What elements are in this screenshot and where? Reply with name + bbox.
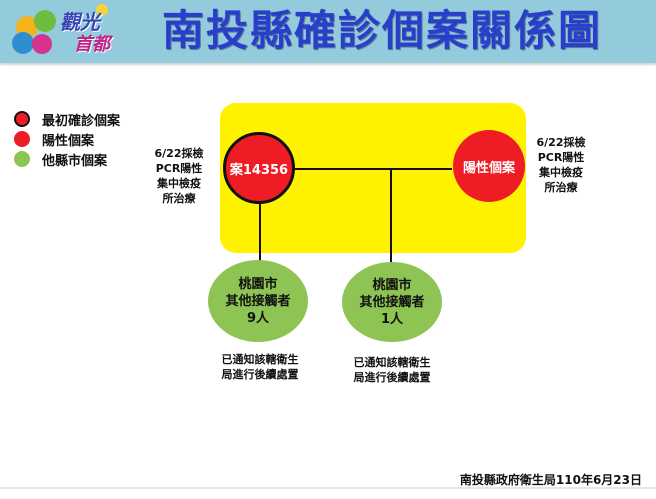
legend-item-positive-case: 陽性個案	[14, 130, 120, 149]
connector-mid-to-contacts1	[390, 168, 392, 262]
contacts-1-note: 已通知該轄衛生 局進行後續處置	[342, 355, 442, 385]
header-banner: 觀光 首都 南投縣確診個案關係圖	[0, 0, 656, 63]
footer-divider	[0, 487, 656, 489]
logo-circle-blue	[12, 32, 34, 54]
positive-case-note: 6/22採檢 PCR陽性 集中檢疫 所治療	[528, 135, 594, 195]
note-line: 6/22採檢	[536, 136, 586, 149]
note-line: 所治療	[544, 181, 578, 194]
legend: 最初確診個案 陽性個案 他縣市個案	[14, 110, 120, 170]
note-line: 已通知該轄衛生	[221, 353, 299, 366]
green-circle-icon	[14, 151, 30, 167]
node-label: 其他接觸者	[359, 294, 425, 310]
note-line: 6/22採檢	[154, 147, 204, 160]
node-label: 其他接觸者	[225, 293, 291, 309]
initial-case-note: 6/22採檢 PCR陽性 集中檢疫 所治療	[146, 146, 212, 206]
logo-text-line1: 觀光	[60, 10, 100, 34]
note-line: 局進行後續處置	[353, 371, 431, 384]
node-label: 陽性個案	[462, 160, 515, 176]
legend-label: 陽性個案	[42, 133, 95, 149]
contacts-9-note: 已通知該轄衛生 局進行後續處置	[210, 352, 310, 382]
initial-case-node: 案14356	[223, 132, 295, 204]
page-title: 南投縣確診個案關係圖	[162, 6, 603, 55]
contacts-1-node: 桃園市 其他接觸者 1人	[342, 262, 442, 342]
note-line: 已通知該轄衛生	[353, 356, 431, 369]
node-label: 9人	[246, 310, 270, 326]
node-label: 桃園市	[238, 276, 278, 292]
contacts-9-node: 桃園市 其他接觸者 9人	[208, 260, 308, 342]
logo-circle-pink	[32, 34, 52, 54]
node-label: 案14356	[229, 162, 289, 178]
red-circle-outlined-icon	[14, 111, 30, 127]
note-line: 所治療	[162, 192, 196, 205]
logo-text-line2: 首都	[74, 34, 110, 55]
note-line: 集中檢疫	[157, 177, 201, 190]
note-line: 局進行後續處置	[221, 368, 299, 381]
note-line: PCR陽性	[537, 151, 585, 164]
sun-icon	[96, 4, 108, 16]
note-line: PCR陽性	[155, 162, 203, 175]
node-label: 桃園市	[372, 277, 412, 293]
legend-item-initial-case: 最初確診個案	[14, 110, 121, 129]
legend-label: 他縣市個案	[42, 153, 108, 169]
legend-item-other-county-case: 他縣市個案	[14, 150, 120, 169]
red-circle-icon	[14, 131, 30, 147]
positive-case-node: 陽性個案	[453, 130, 525, 202]
note-line: 集中檢疫	[539, 166, 583, 179]
legend-label: 最初確診個案	[42, 113, 121, 129]
logo-circle-green	[34, 10, 56, 32]
node-label: 1人	[380, 311, 404, 327]
connector-horizontal	[290, 168, 452, 170]
source-footer: 南投縣政府衛生局110年6月23日	[459, 473, 642, 487]
tourism-logo: 觀光 首都	[8, 4, 118, 60]
connector-initial-to-contacts9	[259, 200, 261, 262]
